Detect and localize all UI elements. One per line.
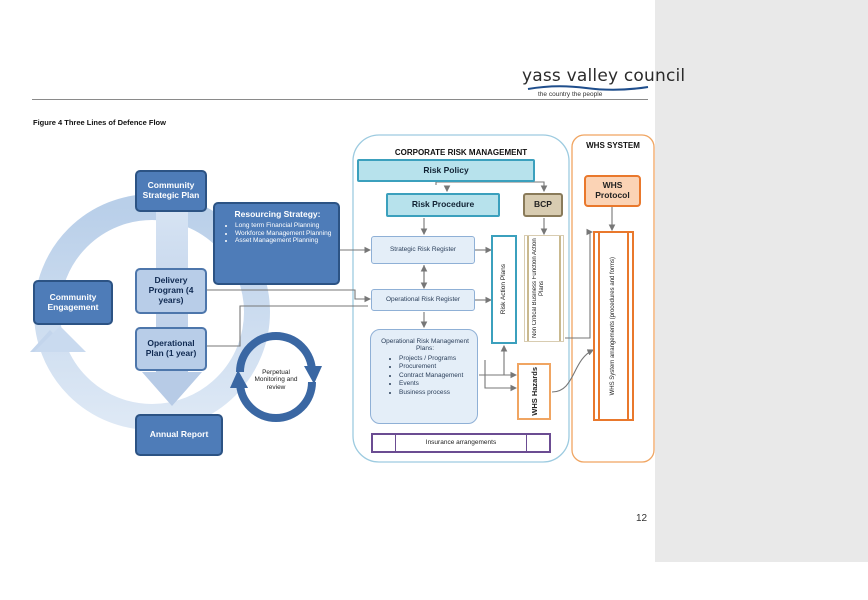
community-strategic-plan-box: Community Strategic Plan (135, 170, 207, 212)
operational-risk-management-box: Operational Risk Management Plans: Proje… (370, 329, 478, 424)
orm-item: Projects / Programs (399, 355, 473, 363)
resourcing-title: Resourcing Strategy: (234, 209, 321, 219)
non-critical-plans-box: Non Critical Business Function Action Pl… (524, 235, 564, 342)
risk-action-plans-box: Risk Action Plans (491, 235, 517, 344)
strategic-risk-register-box: Strategic Risk Register (371, 236, 475, 264)
monitoring-cycle-icon (230, 332, 322, 422)
perpetual-monitoring-text: Perpetual Monitoring and review (254, 368, 298, 391)
whs-protocol-box: WHS Protocol (584, 175, 641, 207)
operational-risk-register-box: Operational Risk Register (371, 289, 475, 311)
whs-bar-right (627, 233, 629, 419)
annual-report-box: Annual Report (135, 414, 223, 456)
whs-title: WHS SYSTEM (586, 141, 640, 150)
orm-item: Contract Management (399, 372, 473, 380)
orm-item: Events (399, 380, 473, 388)
resourcing-item: Long term Financial Planning (235, 222, 331, 230)
community-strategic-plan-label: Community Strategic Plan (142, 180, 200, 200)
orm-list: Projects / Programs Procurement Contract… (377, 355, 473, 397)
non-critical-bar-left (527, 236, 529, 341)
delivery-program-box: Delivery Program (4 years) (135, 268, 207, 314)
orm-item: Business process (399, 389, 473, 397)
delivery-program-label: Delivery Program (4 years) (148, 275, 194, 305)
header-divider (32, 99, 648, 100)
council-logo: yass valley council (522, 66, 686, 86)
risk-policy-box: Risk Policy (357, 159, 535, 182)
page-number: 12 (636, 513, 648, 524)
risk-procedure-box: Risk Procedure (386, 193, 500, 217)
insurance-divider-left (395, 435, 396, 451)
community-engagement-label: Community Engagement (47, 291, 99, 312)
orm-item: Procurement (399, 363, 473, 371)
operational-plan-box: Operational Plan (1 year) (135, 327, 207, 371)
whs-arrangements-box: WHS System arrangements (procedures and … (593, 231, 634, 421)
non-critical-bar-right (559, 236, 561, 341)
annual-report-label: Annual Report (149, 429, 209, 440)
whs-hazards-box: WHS Hazards (517, 363, 551, 420)
comment-side-panel (655, 0, 868, 562)
figure-title: Figure 4 Three Lines of Defence Flow (33, 118, 166, 127)
community-engagement-box: Community Engagement (33, 280, 113, 325)
corporate-title: CORPORATE RISK MANAGEMENT (394, 148, 528, 157)
whs-bar-left (598, 233, 600, 419)
resourcing-item: Workforce Management Planning (235, 230, 331, 238)
connector-lines (207, 181, 616, 393)
insurance-box: Insurance arrangements (371, 433, 551, 453)
council-tagline: the country the people (538, 91, 603, 98)
insurance-divider-right (526, 435, 527, 451)
operational-plan-label: Operational Plan (1 year) (145, 338, 197, 358)
resourcing-item: Asset Management Planning (235, 237, 331, 245)
orm-title: Operational Risk Management Plans: (381, 338, 469, 353)
resourcing-list: Long term Financial Planning Workforce M… (223, 222, 331, 245)
resourcing-strategy-box: Resourcing Strategy: Long term Financial… (213, 202, 340, 285)
logo-wave-icon (527, 85, 649, 91)
bcp-box: BCP (523, 193, 563, 217)
